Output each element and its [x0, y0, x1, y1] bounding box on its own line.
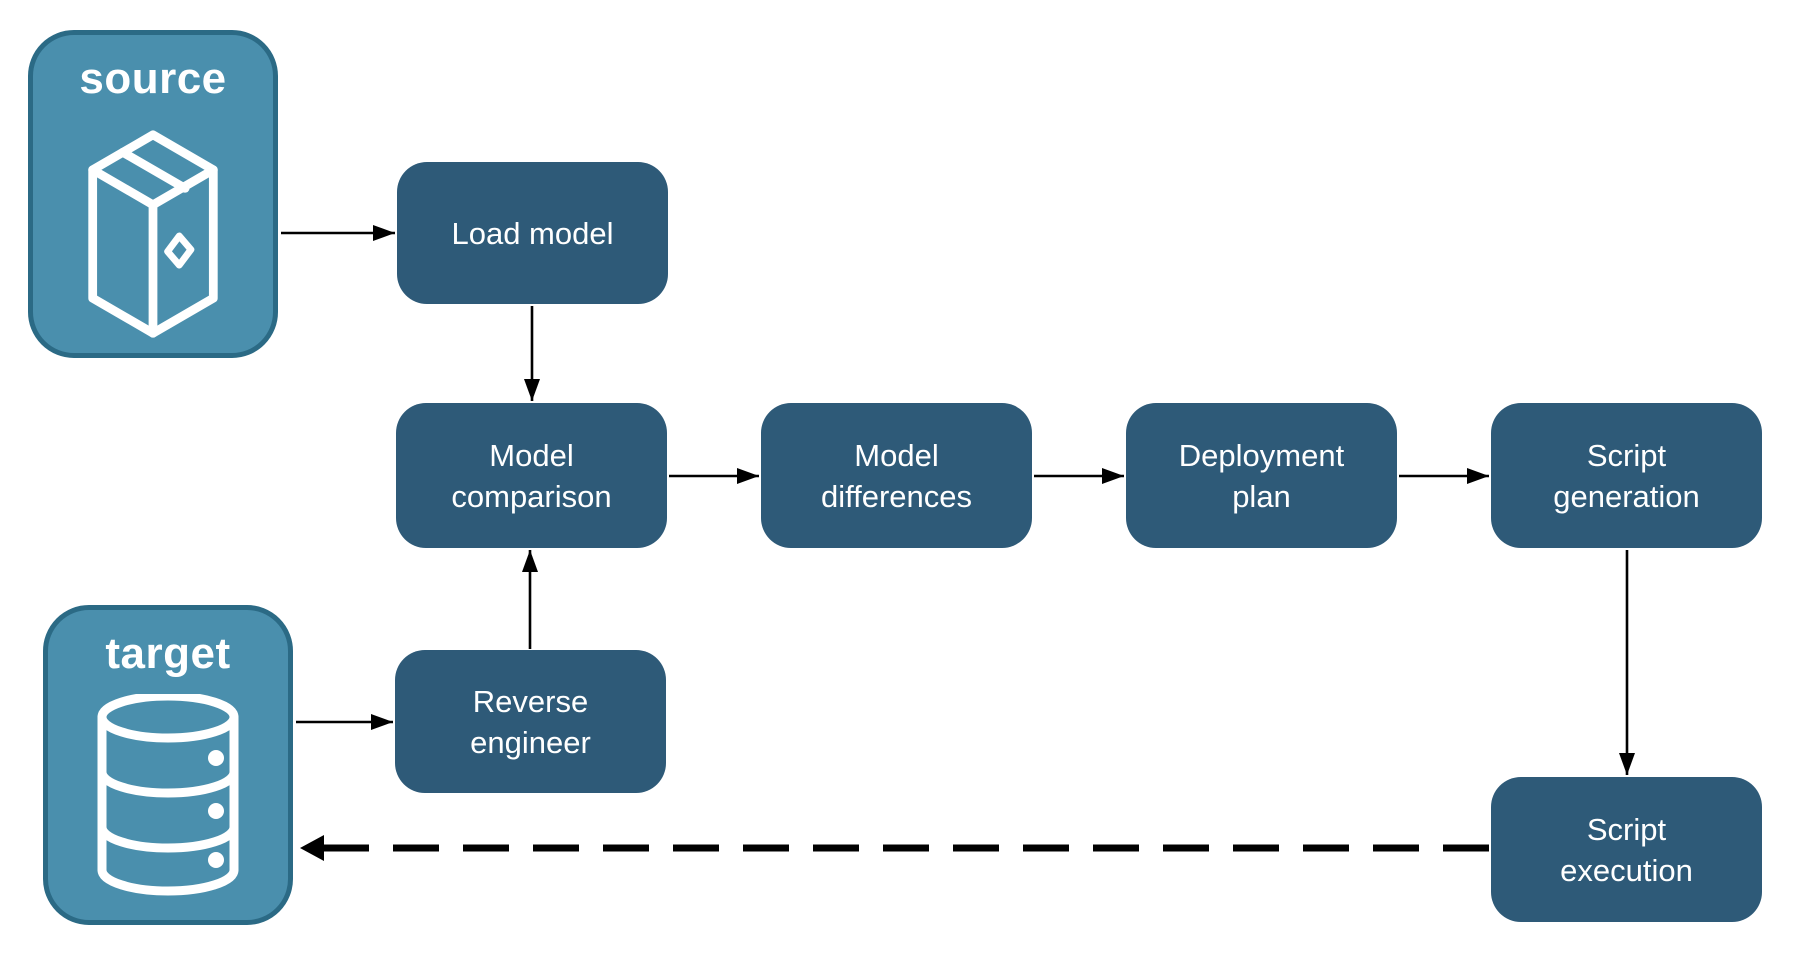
step-load-model: Load model [397, 162, 668, 304]
step-script-generation: Script generation [1491, 403, 1762, 548]
step-label: Deployment plan [1178, 437, 1345, 514]
step-reverse-engineer: Reverse engineer [395, 650, 666, 793]
database-icon [97, 694, 239, 896]
source-label: source [79, 54, 227, 103]
step-script-execution: Script execution [1491, 777, 1762, 922]
step-label: Load model [451, 215, 614, 251]
step-label: Script generation [1553, 437, 1700, 514]
endpoint-target: target [43, 605, 293, 925]
database-dot [208, 750, 224, 766]
database-dot [208, 852, 224, 868]
step-model-comparison: Model comparison [396, 403, 667, 548]
step-model-differences: Model differences [761, 403, 1032, 548]
package-icon [88, 130, 218, 338]
step-label: Script execution [1560, 811, 1693, 888]
target-label: target [105, 629, 231, 678]
step-deployment-plan: Deployment plan [1126, 403, 1397, 548]
step-label: Reverse engineer [470, 683, 591, 760]
step-label: Model comparison [451, 437, 612, 514]
step-label: Model differences [820, 437, 973, 514]
database-dot [208, 803, 224, 819]
endpoint-source: source [28, 30, 278, 358]
